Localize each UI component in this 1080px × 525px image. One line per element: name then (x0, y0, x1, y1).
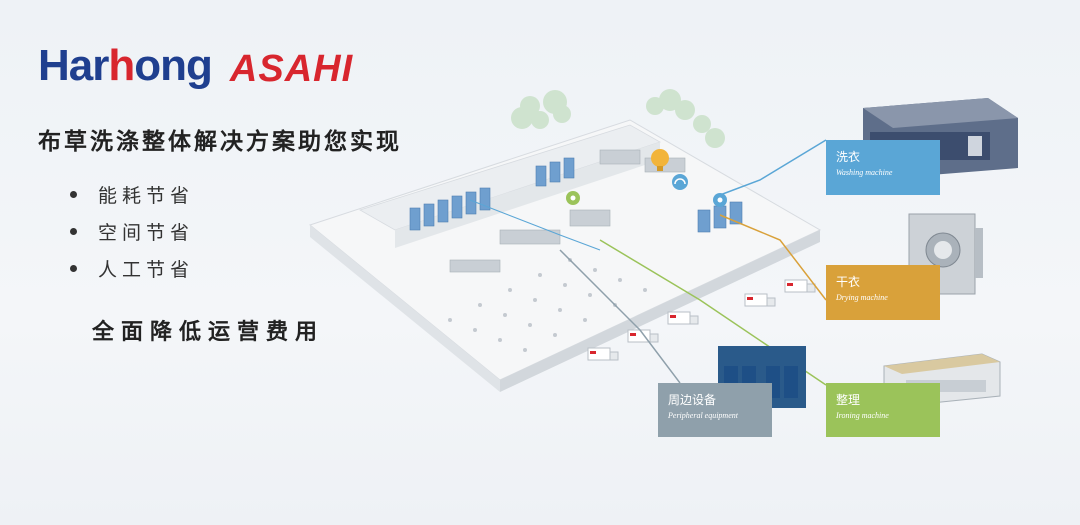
bullet-dot-icon (70, 191, 77, 198)
benefit-text: 人工节省 (98, 259, 195, 281)
bullet-dot-icon (70, 228, 77, 235)
drying-label-cn: 干衣 (836, 275, 861, 289)
laundry-plant-illustration (308, 89, 822, 392)
benefit-item: 空间节省 (70, 213, 194, 250)
logo: Harhong ASAHI (38, 36, 354, 90)
benefit-text: 能耗节省 (98, 185, 195, 207)
lightbulb-icon (651, 149, 669, 171)
peripheral-label-en: Peripheral equipment (668, 411, 738, 420)
washer-units (409, 157, 743, 233)
asahi-logo: ASAHI (229, 48, 354, 90)
benefit-item: 能耗节省 (70, 176, 194, 213)
slogan: 全面降低运营费用 (92, 320, 325, 345)
benefit-text: 空间节省 (98, 222, 195, 244)
washing-label-cn: 洗衣 (836, 150, 861, 164)
gauge-icon (672, 174, 688, 190)
drying-label: 干衣 Drying machine (826, 265, 940, 320)
bullet-dot-icon (70, 265, 77, 272)
headline: 布草洗涤整体解决方案助您实现 (38, 129, 402, 155)
ironing-label-cn: 整理 (836, 393, 861, 407)
logo-text-ong: ong (134, 41, 213, 90)
logo-text-har: Har (38, 41, 109, 90)
washing-label-en: Washing machine (836, 168, 893, 177)
location-pin-icon-2 (713, 193, 727, 207)
benefit-item: 人工节省 (70, 250, 194, 287)
ironing-label: 整理 Ironing machine (826, 383, 940, 437)
ironing-label-en: Ironing machine (836, 411, 889, 420)
plant-wall-right (500, 230, 820, 392)
peripheral-label-cn: 周边设备 (668, 393, 717, 407)
harhong-logo: Harhong (38, 41, 213, 90)
washing-label: 洗衣 Washing machine (826, 140, 940, 195)
plant-wall-left (310, 225, 500, 392)
trees (511, 89, 725, 148)
location-pin-icon (566, 191, 580, 205)
drying-label-en: Drying machine (836, 293, 888, 302)
trucks (587, 279, 816, 361)
logo-text-h: h (108, 41, 135, 90)
benefits-list: 能耗节省 空间节省 人工节省 (70, 176, 194, 287)
peripheral-label: 周边设备 Peripheral equipment (658, 383, 772, 437)
